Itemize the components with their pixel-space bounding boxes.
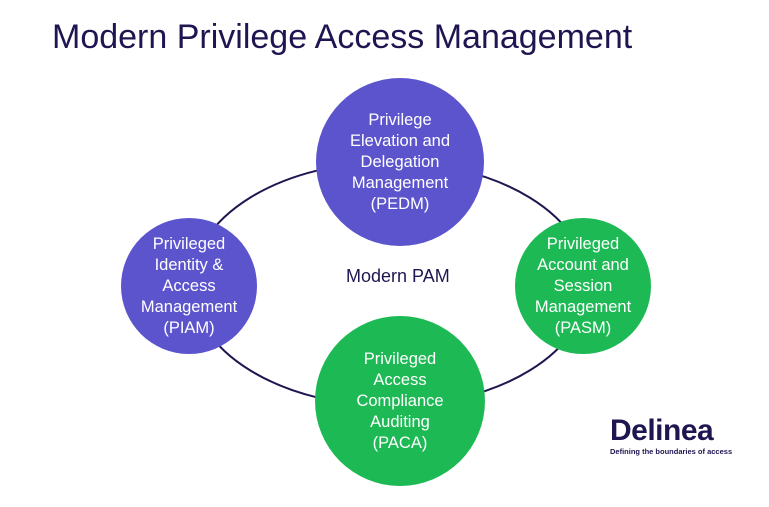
node-pasm: Privileged Account and Session Managemen… bbox=[515, 218, 651, 354]
logo-tagline: Defining the boundaries of access bbox=[610, 447, 733, 456]
logo-name: Delinea bbox=[610, 414, 714, 447]
node-pedm: Privilege Elevation and Delegation Manag… bbox=[316, 78, 484, 246]
delinea-logo: Delinea Defining the boundaries of acces… bbox=[610, 414, 733, 457]
node-paca: Privileged Access Compliance Auditing (P… bbox=[315, 316, 485, 486]
node-piam: Privileged Identity & Access Management … bbox=[121, 218, 257, 354]
slide-title: Modern Privilege Access Management bbox=[52, 18, 633, 56]
center-label: Modern PAM bbox=[346, 266, 450, 286]
